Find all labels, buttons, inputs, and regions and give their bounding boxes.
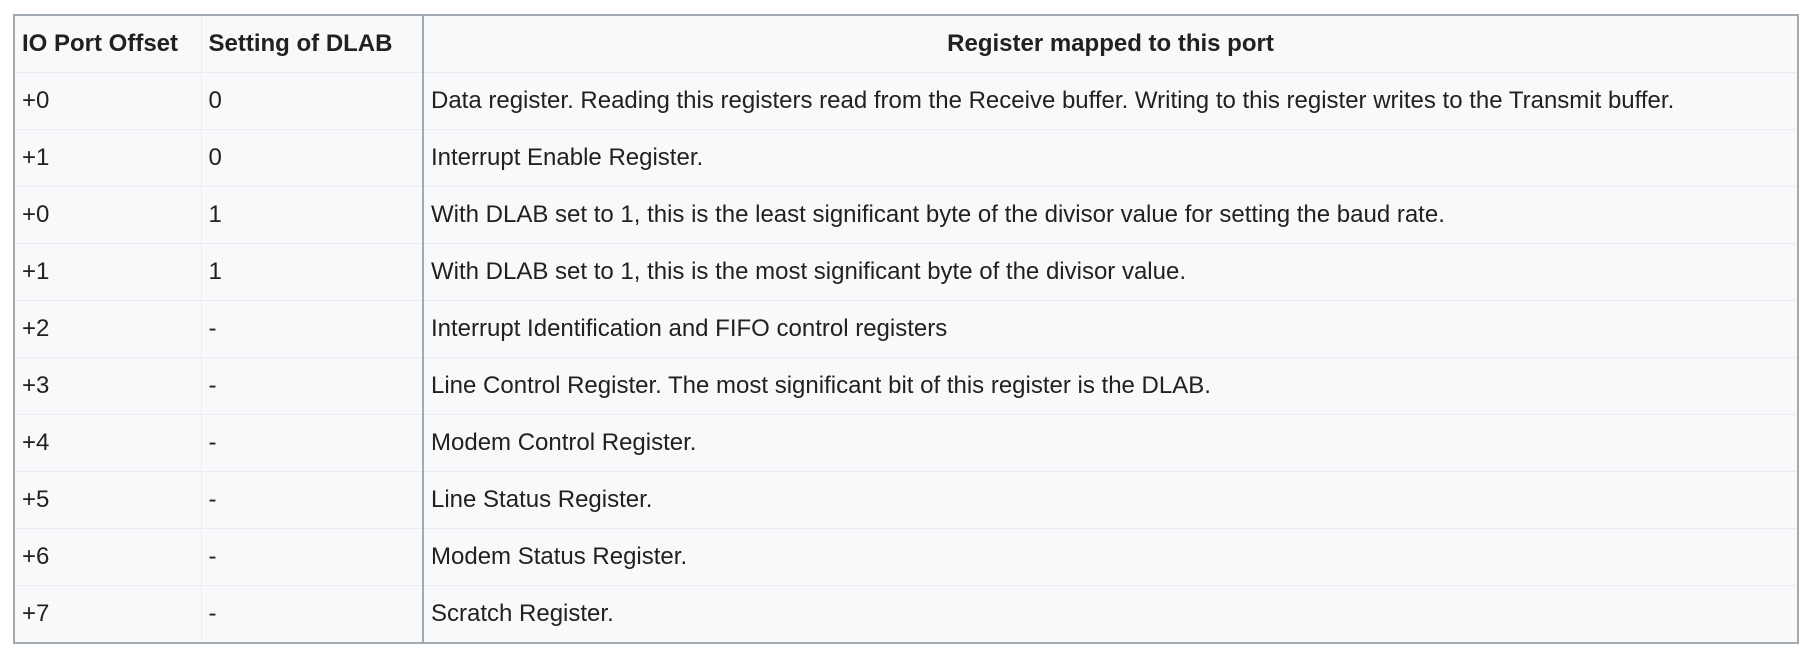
cell-register: Scratch Register.	[422, 585, 1798, 643]
cell-register: With DLAB set to 1, this is the least si…	[422, 186, 1798, 244]
cell-offset: +4	[14, 414, 202, 472]
cell-register: Line Status Register.	[422, 471, 1798, 529]
table-row: +7 - Scratch Register.	[14, 585, 1798, 643]
cell-register: Interrupt Enable Register.	[422, 129, 1798, 187]
cell-dlab: -	[200, 414, 424, 472]
cell-offset: +2	[14, 300, 202, 358]
table-row: +5 - Line Status Register.	[14, 471, 1798, 529]
cell-dlab: -	[200, 528, 424, 586]
register-table-container: IO Port Offset Setting of DLAB Register …	[13, 14, 1799, 644]
table-row: +2 - Interrupt Identification and FIFO c…	[14, 300, 1798, 358]
cell-offset: +3	[14, 357, 202, 415]
cell-offset: +5	[14, 471, 202, 529]
table-row: +1 0 Interrupt Enable Register.	[14, 129, 1798, 187]
cell-dlab: 0	[200, 72, 424, 130]
cell-dlab: 1	[200, 243, 424, 301]
cell-register: Interrupt Identification and FIFO contro…	[422, 300, 1798, 358]
cell-offset: +0	[14, 72, 202, 130]
table-body: +0 0 Data register. Reading this registe…	[14, 72, 1798, 643]
cell-dlab: -	[200, 357, 424, 415]
header-io-port-offset: IO Port Offset	[14, 15, 202, 73]
table-row: +0 0 Data register. Reading this registe…	[14, 72, 1798, 130]
header-register-mapped: Register mapped to this port	[422, 15, 1798, 73]
register-table: IO Port Offset Setting of DLAB Register …	[13, 14, 1799, 644]
cell-register: Modem Control Register.	[422, 414, 1798, 472]
header-row: IO Port Offset Setting of DLAB Register …	[14, 15, 1798, 73]
table-header: IO Port Offset Setting of DLAB Register …	[14, 15, 1798, 73]
cell-offset: +7	[14, 585, 202, 643]
cell-dlab: -	[200, 585, 424, 643]
table-row: +0 1 With DLAB set to 1, this is the lea…	[14, 186, 1798, 244]
cell-register: Modem Status Register.	[422, 528, 1798, 586]
cell-offset: +1	[14, 243, 202, 301]
header-setting-of-dlab: Setting of DLAB	[200, 15, 424, 73]
cell-offset: +1	[14, 129, 202, 187]
table-row: +3 - Line Control Register. The most sig…	[14, 357, 1798, 415]
cell-dlab: -	[200, 471, 424, 529]
cell-offset: +0	[14, 186, 202, 244]
cell-register: Line Control Register. The most signific…	[422, 357, 1798, 415]
cell-register: With DLAB set to 1, this is the most sig…	[422, 243, 1798, 301]
table-row: +4 - Modem Control Register.	[14, 414, 1798, 472]
table-row: +6 - Modem Status Register.	[14, 528, 1798, 586]
table-row: +1 1 With DLAB set to 1, this is the mos…	[14, 243, 1798, 301]
cell-offset: +6	[14, 528, 202, 586]
cell-dlab: -	[200, 300, 424, 358]
cell-dlab: 1	[200, 186, 424, 244]
cell-dlab: 0	[200, 129, 424, 187]
cell-register: Data register. Reading this registers re…	[422, 72, 1798, 130]
